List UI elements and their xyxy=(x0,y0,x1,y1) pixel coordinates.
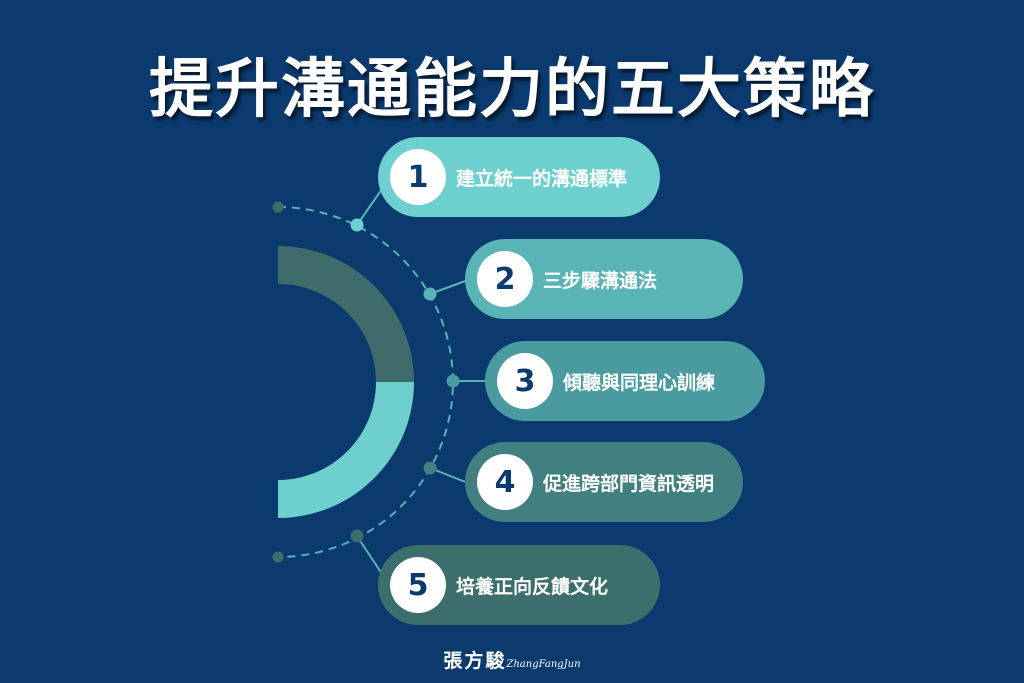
step-number-badge: 3 xyxy=(497,353,553,409)
strategy-item-4: 4 促進跨部門資訊透明 xyxy=(465,442,743,522)
half-ring-upper-arc xyxy=(278,246,414,382)
strategy-item-3: 3 傾聽與同理心訓練 xyxy=(485,341,765,421)
step-number-badge: 1 xyxy=(390,149,446,205)
strategy-item-5: 5 培養正向反饋文化 xyxy=(378,545,660,625)
step-number-badge: 2 xyxy=(477,251,533,307)
strategy-label: 傾聽與同理心訓練 xyxy=(563,371,716,394)
connector-dot-1 xyxy=(350,218,364,232)
connector-dot-2 xyxy=(423,287,437,301)
arc-end-dot-bottom xyxy=(272,551,284,563)
author-signature: 張方駿ZhangFangJun xyxy=(0,646,1024,673)
strategy-item-2: 2 三步驟溝通法 xyxy=(465,239,743,319)
connector-line-2 xyxy=(429,279,469,295)
arc-end-dot-top xyxy=(272,201,284,213)
strategy-item-1: 1 建立統一的溝通標準 xyxy=(378,137,660,217)
connector-dot-4 xyxy=(423,461,437,475)
connector-dot-5 xyxy=(350,529,364,543)
connector-line-1 xyxy=(356,188,383,226)
signature-latin: ZhangFangJun xyxy=(506,659,581,670)
half-ring-lower-arc xyxy=(278,382,414,518)
connector-line-5 xyxy=(356,535,383,575)
strategy-label: 建立統一的溝通標準 xyxy=(456,167,628,190)
connector-line-4 xyxy=(429,467,469,484)
strategy-label: 促進跨部門資訊透明 xyxy=(543,472,715,495)
step-number-badge: 4 xyxy=(477,454,533,510)
signature-chinese: 張方駿 xyxy=(443,650,507,672)
connector-dot-3 xyxy=(446,374,460,388)
strategy-label: 三步驟溝通法 xyxy=(543,269,658,292)
strategy-label: 培養正向反饋文化 xyxy=(456,575,609,598)
page-title: 提升溝通能力的五大策略 xyxy=(149,53,875,127)
step-number-badge: 5 xyxy=(390,557,446,613)
